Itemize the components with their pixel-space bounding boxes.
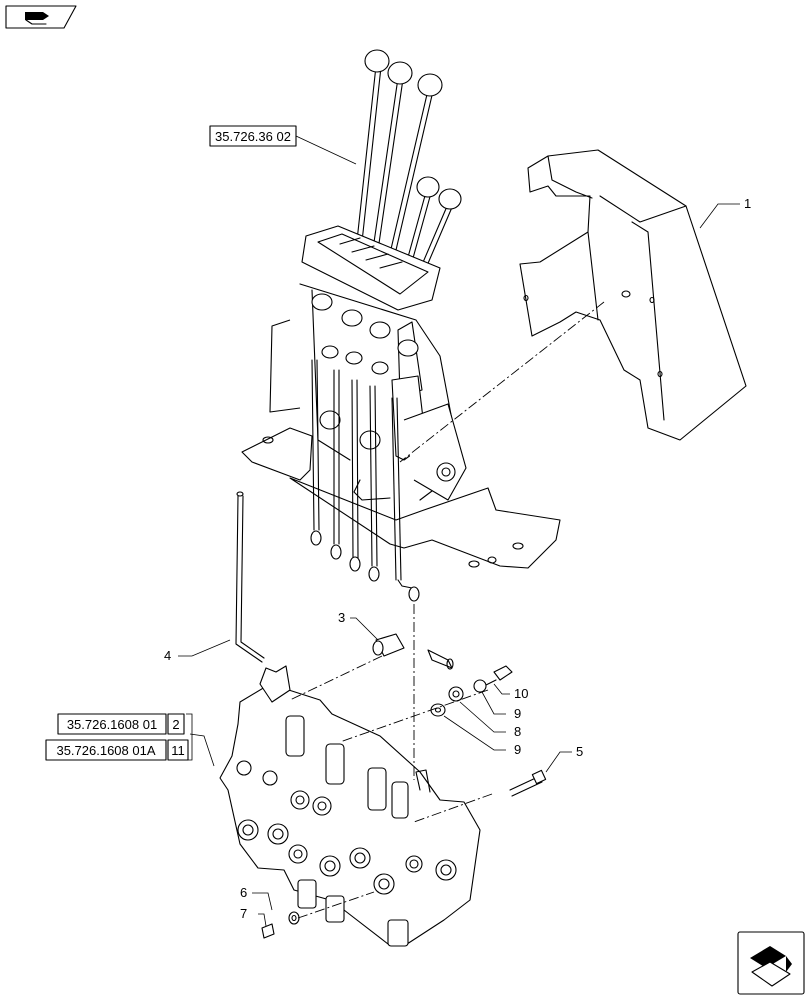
previous-page-icon[interactable] [5,5,77,29]
next-page-icon[interactable] [737,931,805,995]
callout-item-9-upper: 9 [514,706,521,721]
lever-assembly-drawing [241,49,561,602]
callout-item-1: 1 [744,196,751,211]
reference-valve-b-qty: 11 [171,743,185,758]
callout-item-6: 6 [240,885,247,900]
reference-lever-assembly-text: 35.726.36 02 [215,129,291,144]
leader-lines [178,135,740,927]
callout-item-9-lower: 9 [514,742,521,757]
control-valve-drawing [219,665,481,947]
callout-item-7: 7 [240,906,247,921]
reference-valve-b[interactable]: 35.726.1608 01A 11 [45,739,189,761]
callout-item-10: 10 [514,686,528,701]
callout-item-4: 4 [164,648,171,663]
reference-valve-a-text: 35.726.1608 01 [67,717,157,732]
callout-item-5: 5 [576,744,583,759]
reference-valve-a-qty: 2 [172,717,179,732]
control-cable-drawing [235,491,265,663]
callout-item-3: 3 [338,610,345,625]
callout-numbers: 1 3 4 5 6 7 8 9 9 10 [164,196,751,921]
reference-valve-a[interactable]: 35.726.1608 01 2 [57,713,185,735]
callout-item-8: 8 [514,724,521,739]
small-parts-drawing [261,633,547,939]
cover-panel-drawing [519,149,747,441]
reference-bracket [186,713,193,761]
reference-valve-b-text: 35.726.1608 01A [56,743,155,758]
alignment-lines [289,301,605,919]
reference-lever-assembly[interactable]: 35.726.36 02 [209,125,297,147]
